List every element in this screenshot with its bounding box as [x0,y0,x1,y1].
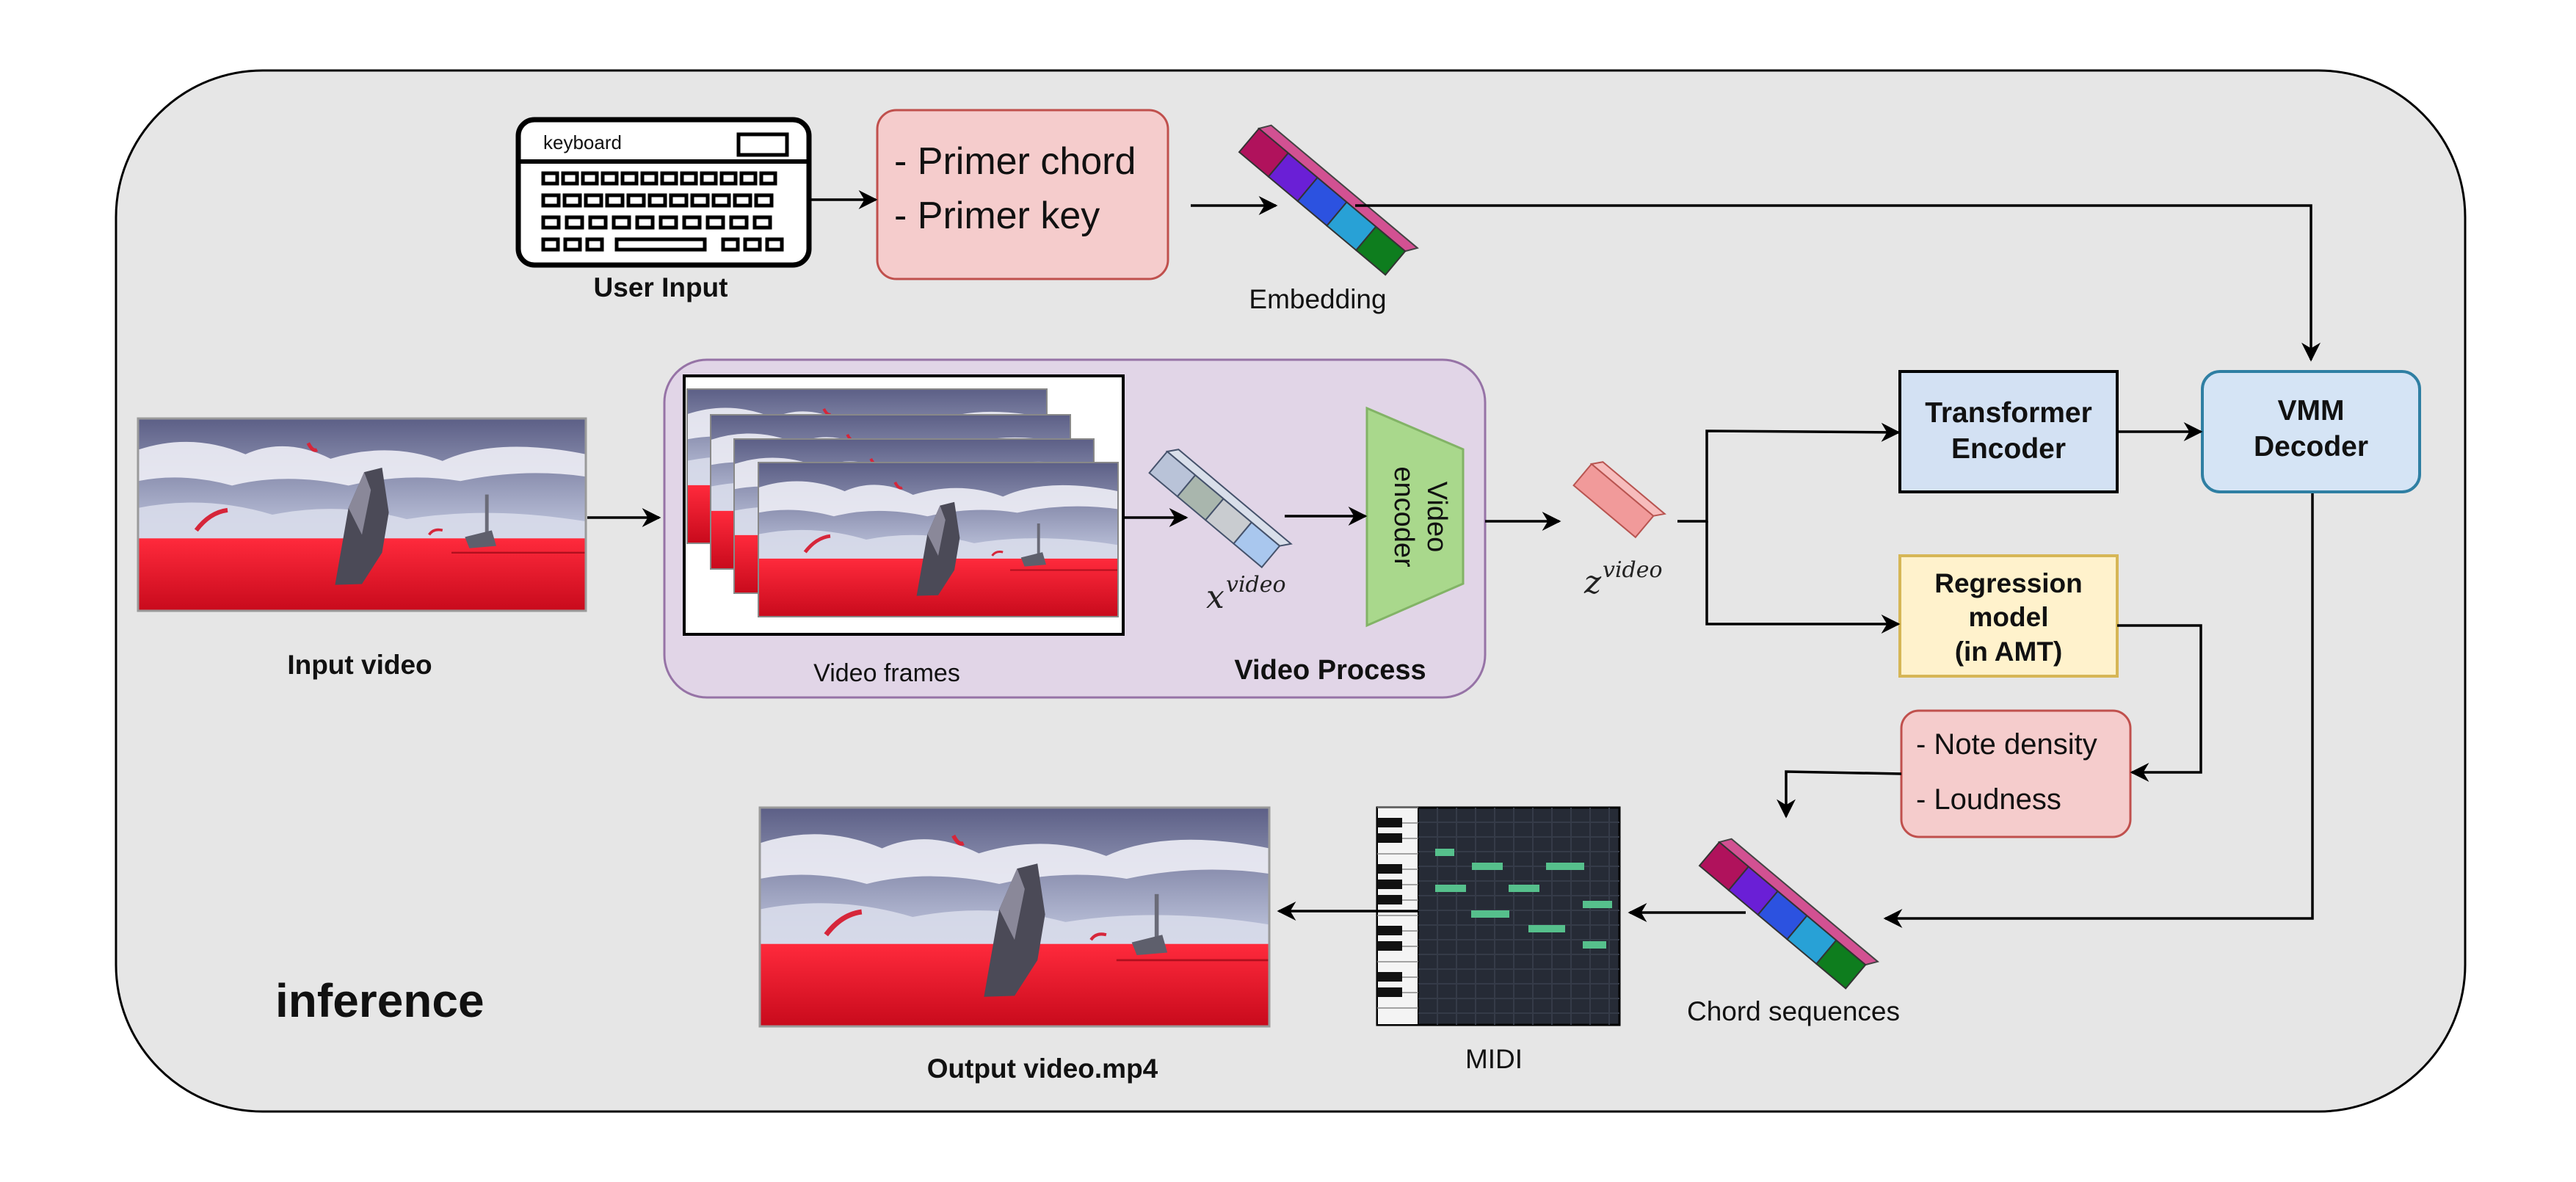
video-frames-caption: Video frames [813,659,960,687]
arrow-z-to-transformer [1677,422,1901,523]
video-process-title: Video Process [1234,655,1426,686]
x-video-superscript: video [1226,572,1286,598]
video-encoder-line1: Video [1421,482,1452,553]
input-video-caption: Input video [287,650,432,680]
transformer-encoder-line2: Encoder [1951,433,2066,465]
z-video-vector [1572,461,1666,539]
note-density-text: - Note density [1916,728,2097,761]
primer-chord-text: - Primer chord [894,140,1136,183]
arrow-regression-to-features [2117,624,2202,782]
transformer-encoder-line1: Transformer [1925,397,2092,429]
embedding-caption: Embedding [1249,284,1386,314]
video-frames-stack [686,388,1119,617]
primer-key-text: - Primer key [894,195,1100,237]
arrow-vmm-to-chords [1883,493,2314,928]
x-video-symbol: x [1206,579,1224,616]
mode-label: inference [275,974,485,1027]
output-video-caption: Output video.mp4 [927,1054,1158,1084]
embedding-vector [1238,124,1419,276]
chord-sequences-caption: Chord sequences [1687,996,1900,1026]
input-video-thumbnail [137,417,587,612]
keyboard-icon [515,117,812,268]
output-video-thumbnail [758,806,1271,1028]
loudness-text: - Loudness [1916,783,2061,816]
vmm-decoder-line1: VMM [2278,395,2345,427]
z-video-symbol: z [1583,564,1602,601]
regression-model-line3: (in AMT) [1955,637,2063,667]
chord-sequences-vector [1698,838,1879,990]
video-encoder-line2: encoder [1388,466,1419,568]
regression-model-box [1898,554,2119,678]
vmm-decoder-line2: Decoder [2254,431,2368,463]
x-video-vector [1148,449,1293,569]
keyboard-text: keyboard [543,131,622,153]
midi-piano-roll [1376,806,1621,1026]
video-encoder [1365,406,1465,628]
transformer-encoder-box [1898,370,2119,493]
midi-caption: MIDI [1465,1044,1523,1074]
regression-model-line1: Regression [1934,568,2083,598]
z-video-superscript: video [1603,557,1663,583]
arrow-embedding-to-vmm [1355,204,2321,362]
user-input-caption: User Input [594,272,728,302]
arrow-features-to-chords [1777,770,1902,819]
arrow-z-to-regression [1705,521,1901,634]
regression-model-line2: model [1969,602,2049,632]
